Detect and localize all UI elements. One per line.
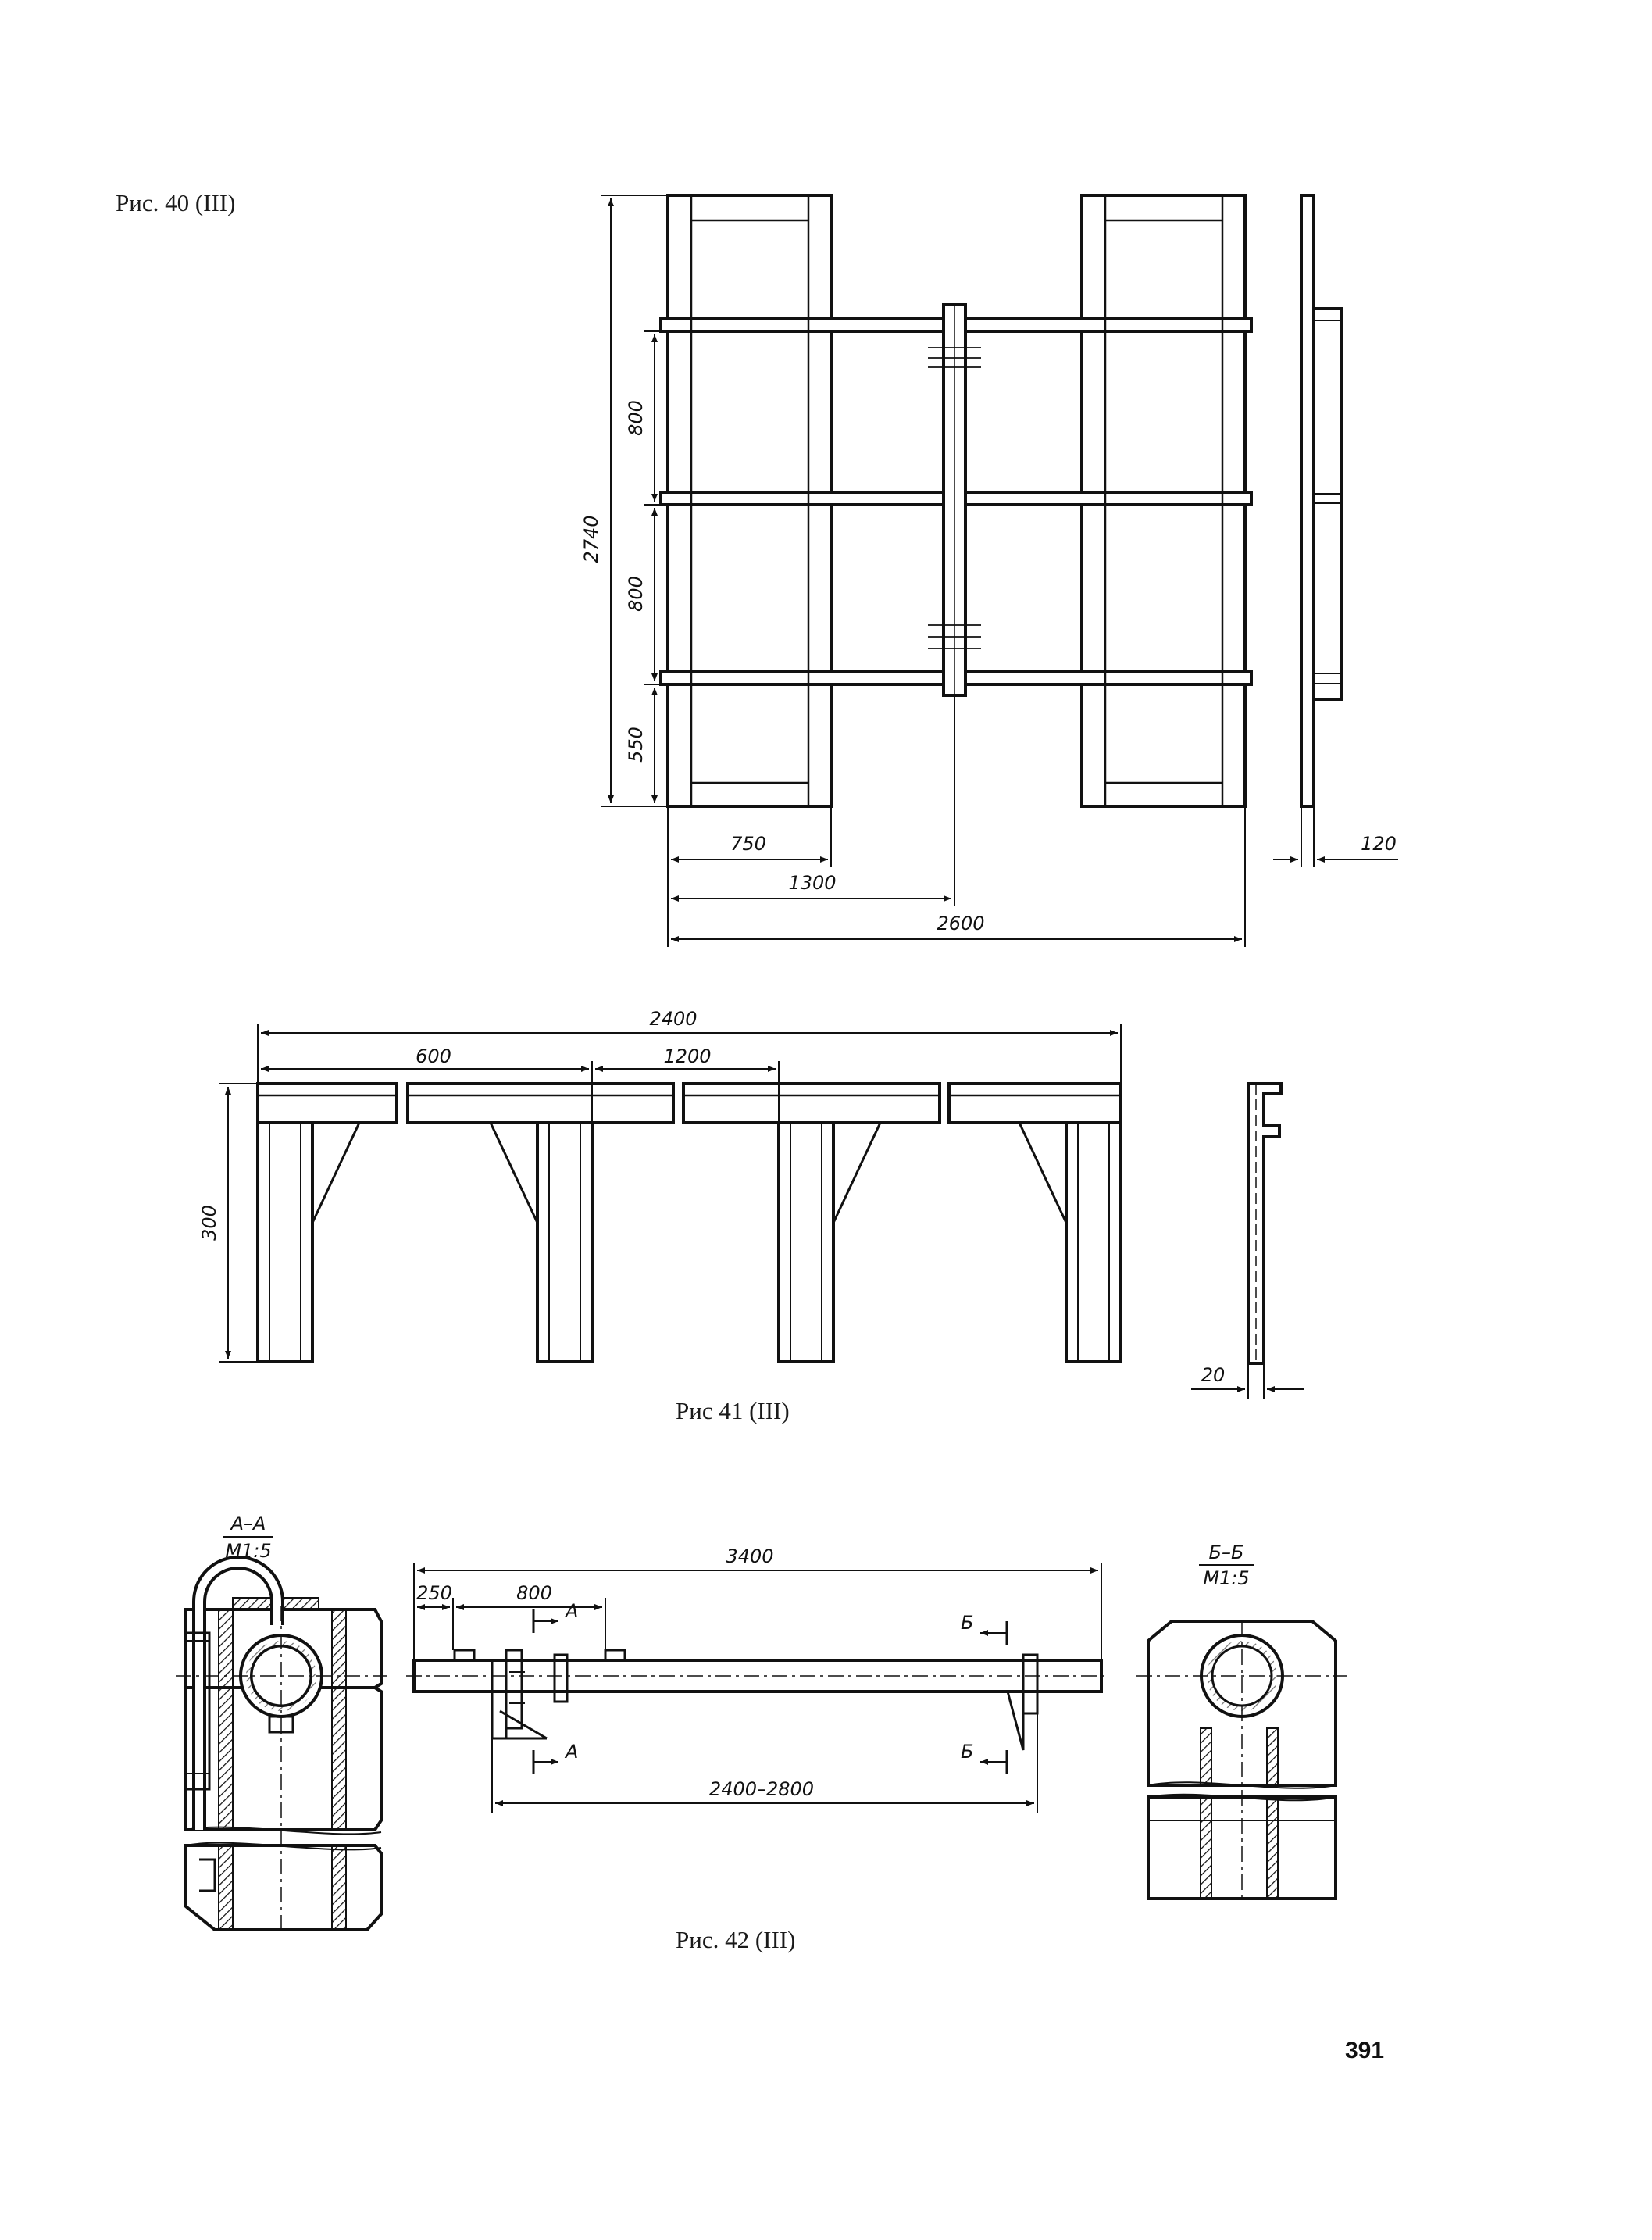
fig42-section-bb: [1136, 1620, 1347, 1900]
fig42-section-aa: [176, 1556, 387, 1931]
fig40-dimensions: [601, 195, 1398, 947]
cut-label-a-bottom: А: [564, 1741, 578, 1763]
fig41-dim-600: 600: [416, 1045, 451, 1067]
fig40-caption: Рис. 40 (III): [116, 189, 236, 216]
fig40-frame-drawing: [659, 194, 1343, 808]
fig40-dim-1300: 1300: [788, 872, 836, 894]
page-number: 391: [1345, 2038, 1385, 2063]
fig42-dimensions: [413, 1563, 1102, 1813]
fig40-dim-800-lower: 800: [625, 576, 647, 612]
fig41-dim-20: 20: [1201, 1364, 1226, 1386]
fig40-dim-2740: 2740: [580, 515, 602, 563]
fig40-dim-120: 120: [1361, 833, 1397, 855]
cut-label-b-top: Б: [961, 1612, 973, 1634]
section-aa-title: А–А: [230, 1513, 266, 1534]
fig42-dim-800: 800: [516, 1582, 552, 1604]
fig40-dim-550: 550: [625, 727, 647, 763]
fig41-dimensions: [219, 1024, 1304, 1399]
section-bb-title: Б–Б: [1209, 1542, 1244, 1563]
fig40-dim-800-upper: 800: [625, 400, 647, 436]
fig42-dim-2400-2800: 2400–2800: [709, 1778, 814, 1800]
fig42-dim-250: 250: [416, 1582, 452, 1604]
section-bb-scale: М1:5: [1203, 1567, 1249, 1589]
cut-label-a-top: А: [564, 1600, 578, 1622]
section-aa-scale: М1:5: [225, 1540, 271, 1562]
fig41-dim-300: 300: [198, 1205, 220, 1241]
fig41-dim-2400: 2400: [649, 1008, 697, 1030]
fig42-dim-3400: 3400: [726, 1545, 773, 1567]
cut-label-b-bottom: Б: [961, 1741, 973, 1763]
fig42-caption: Рис. 42 (III): [676, 1926, 796, 1953]
fig42-beam-drawing: [406, 1649, 1109, 1751]
fig41-dim-1200: 1200: [663, 1045, 711, 1067]
fig42-cut-marks: [532, 1609, 1008, 1774]
fig40-dim-750: 750: [730, 833, 766, 855]
fig40-dim-2600: 2600: [937, 913, 984, 934]
fig41-caption: Рис 41 (III): [676, 1397, 790, 1424]
fig41-rail-drawing: [256, 1082, 1283, 1365]
